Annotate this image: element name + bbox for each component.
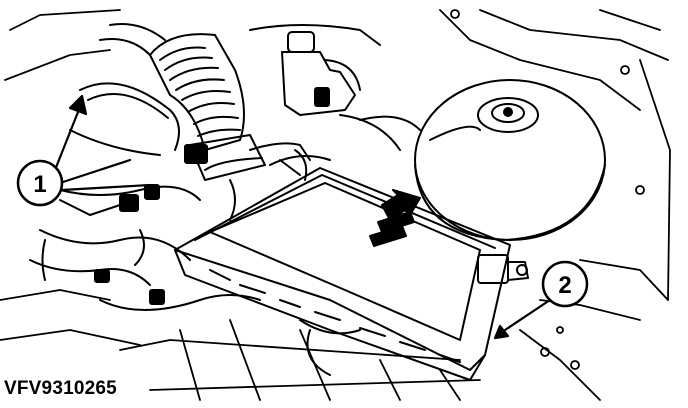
- intake-hose: [99, 23, 266, 181]
- callout-2-label: 2: [558, 272, 571, 299]
- fluid-reservoir: [249, 24, 421, 151]
- air-cleaner-housing: [174, 142, 529, 381]
- wiring-harness: [29, 82, 361, 376]
- callout-1-label: 1: [33, 171, 46, 198]
- figure-reference-code: VFV9310265: [4, 378, 117, 399]
- callout-1-leaders: [53, 94, 152, 192]
- callout-2: 2: [541, 260, 589, 308]
- strut-dome: [414, 79, 606, 241]
- callout-1: 1: [16, 159, 64, 207]
- callout-2-leaders: [493, 298, 552, 340]
- bodywork-lines: [0, 9, 671, 401]
